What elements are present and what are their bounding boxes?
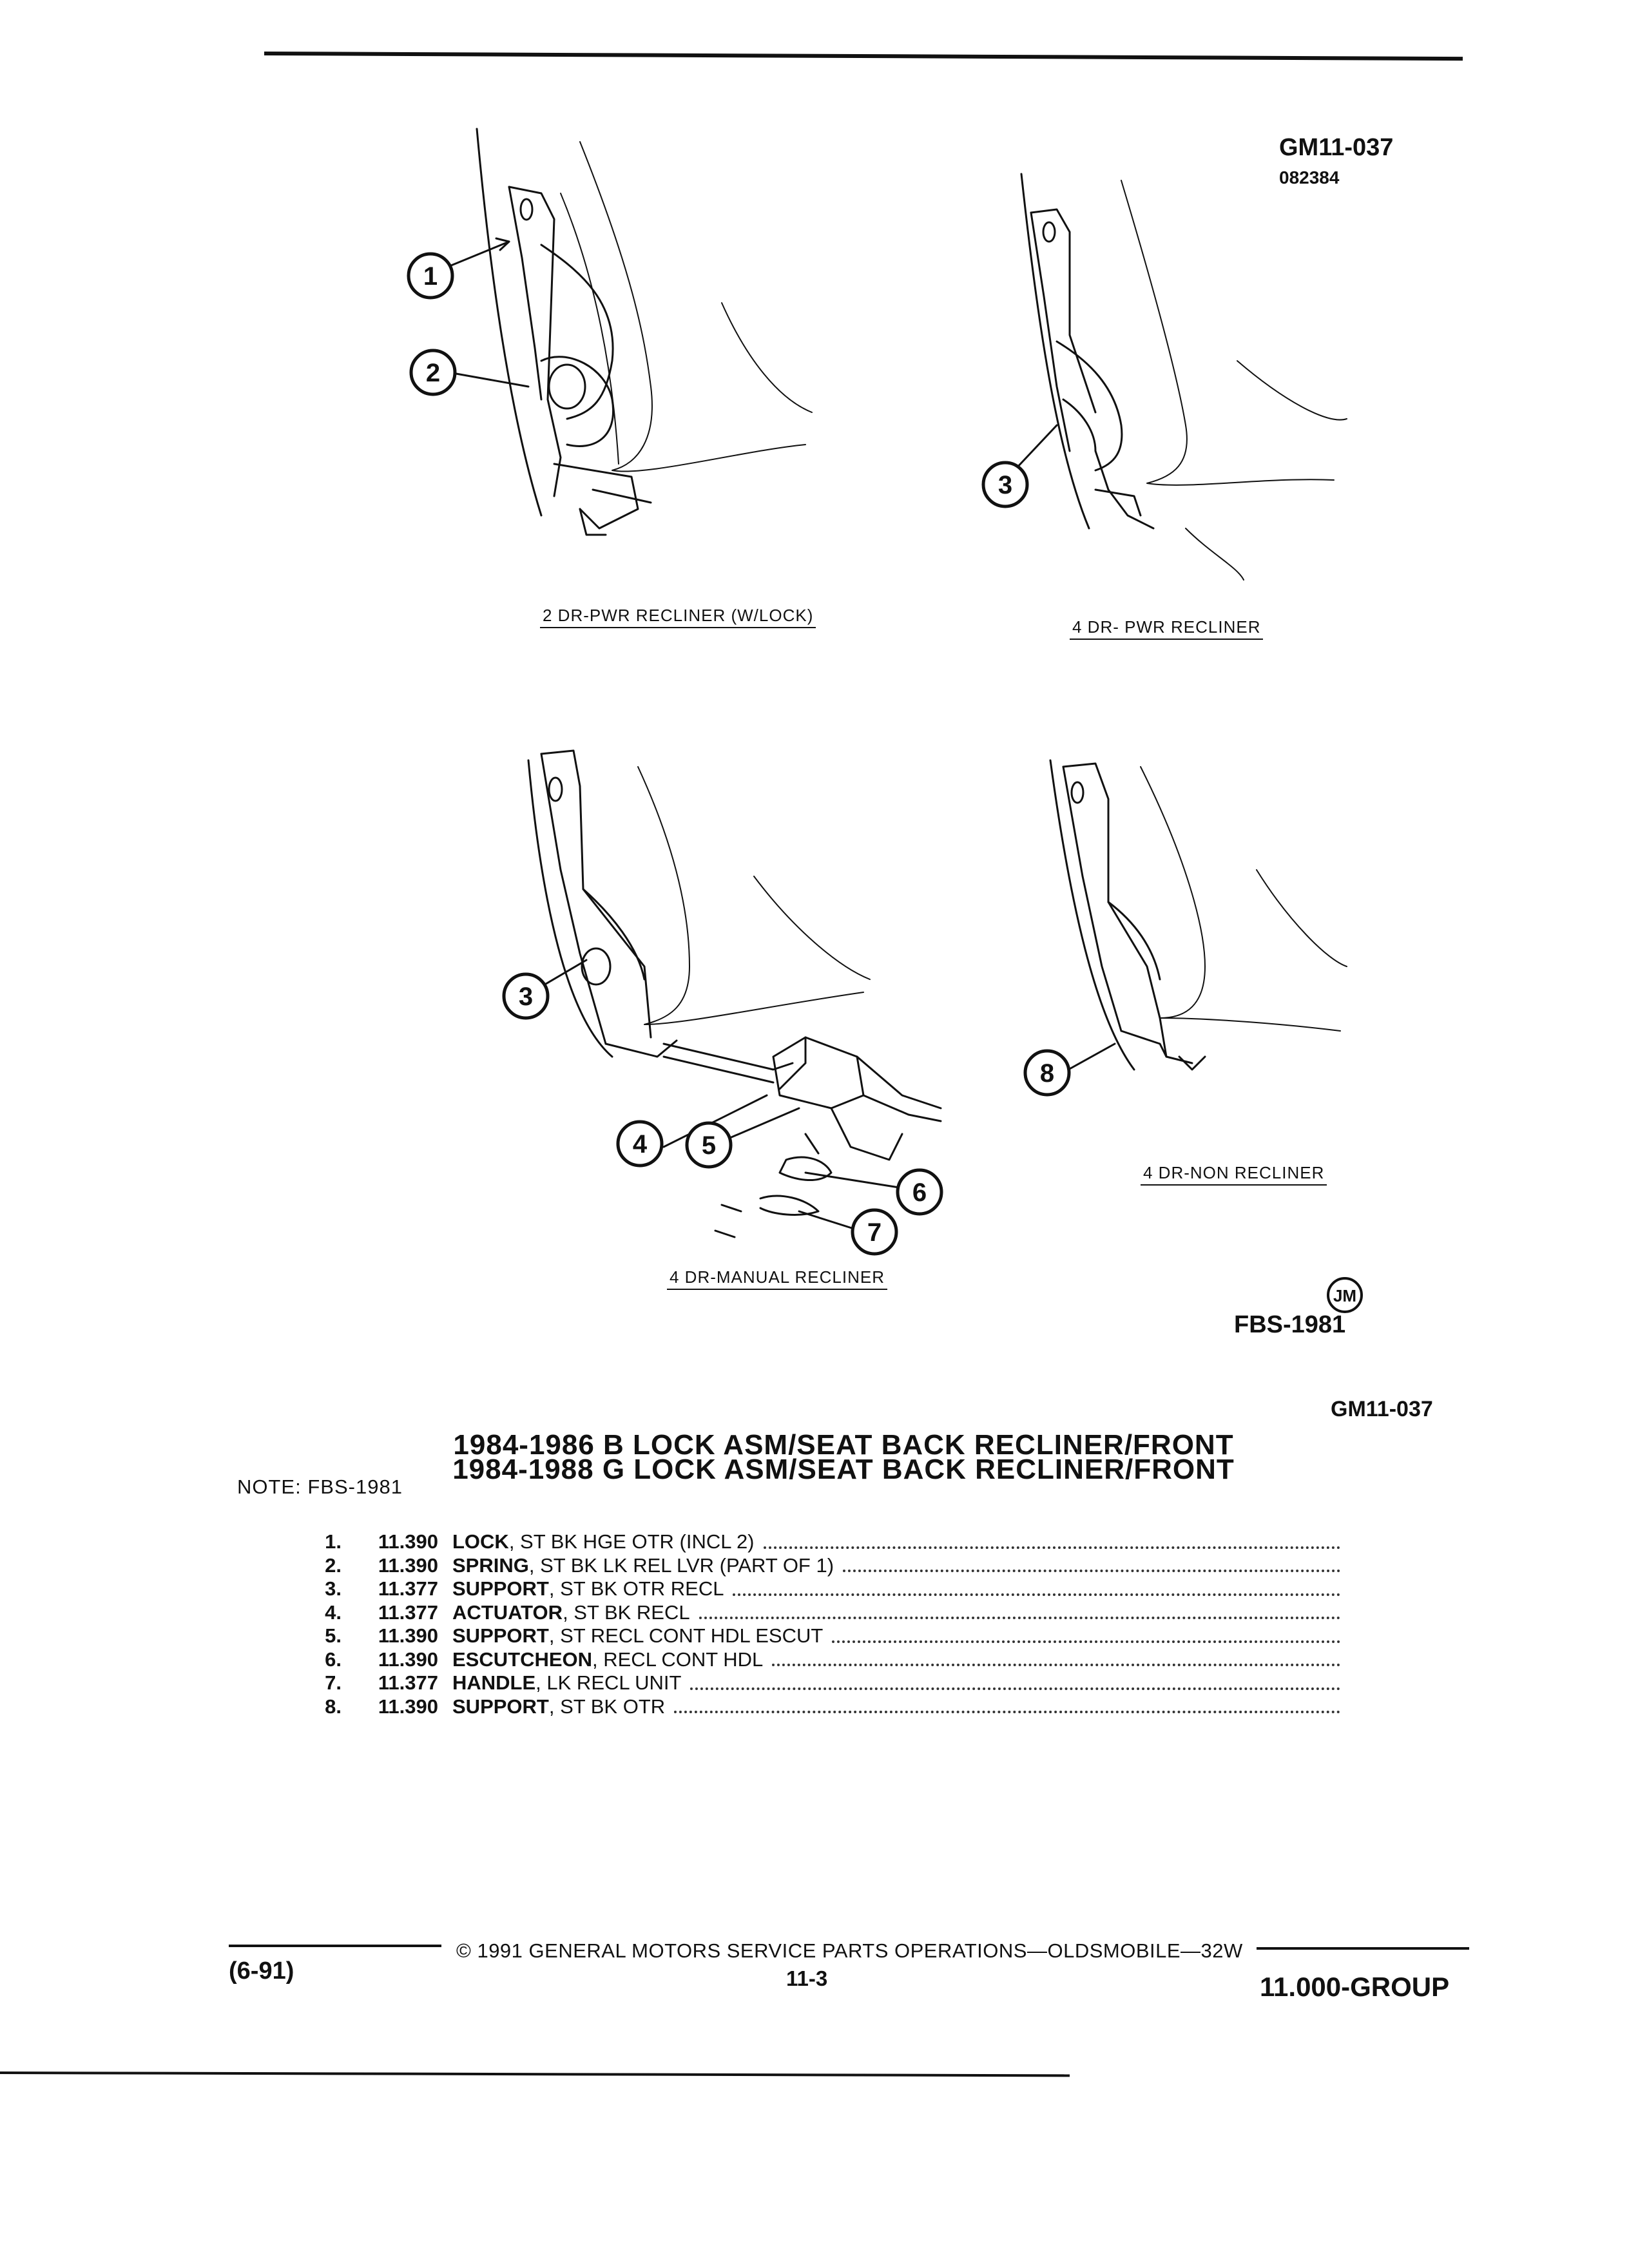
part-code: 11.390 (378, 1648, 438, 1671)
caption-4dr-manual: 4 DR-MANUAL RECLINER (667, 1267, 887, 1290)
part-code: 11.377 (378, 1671, 438, 1694)
part-name: ESCUTCHEON (452, 1648, 593, 1671)
leader-dots (763, 1546, 1340, 1549)
part-code: 11.390 (378, 1530, 438, 1553)
footer-group: 11.000-GROUP (1260, 1972, 1450, 2002)
leader-dots (699, 1617, 1340, 1619)
part-desc: , ST BK HGE OTR (INCL 2) (508, 1530, 755, 1553)
part-name: LOCK (452, 1530, 509, 1553)
stamp-initials: JM (1333, 1286, 1356, 1305)
part-num: 2. (325, 1553, 342, 1577)
leader-dots (832, 1640, 1340, 1643)
note-label: NOTE: (237, 1475, 302, 1498)
part-code: 11.377 (378, 1600, 438, 1624)
figure-4dr-pwr-recliner (1020, 173, 1347, 581)
footer-rule-left (229, 1945, 441, 1947)
part-code: 11.377 (378, 1577, 438, 1600)
footer-page: 11-3 (786, 1966, 828, 1990)
part-row: 5. 11.390 SUPPORT, ST RECL CONT HDL ESCUT (303, 1624, 1340, 1648)
title-line-1: 1984-1986 B LOCK ASM/SEAT BACK RECLINER/… (453, 1429, 1234, 1461)
leader-dots (674, 1711, 1340, 1713)
stamp-code: FBS-1981 (1234, 1311, 1346, 1338)
section-code: GM11-037 (1331, 1397, 1433, 1421)
callout-3b: 3 (502, 972, 550, 1020)
callout-3b-label: 3 (519, 983, 533, 1011)
part-num: 6. (325, 1648, 342, 1671)
part-row: 4. 11.377 ACTUATOR, ST BK RECL (303, 1601, 1340, 1625)
figure-4dr-non-recliner (1049, 759, 1347, 1071)
part-row: 2. 11.390 SPRING, ST BK LK REL LVR (PART O… (303, 1554, 1340, 1578)
part-num: 7. (325, 1671, 342, 1694)
footer-copyright: © 1991 GENERAL MOTORS SERVICE PARTS OPER… (456, 1939, 1243, 1962)
part-desc: , ST BK LK REL LVR (PART OF 1) (528, 1553, 834, 1577)
part-row: 8. 11.390 SUPPORT, ST BK OTR (303, 1695, 1340, 1719)
leader-dots (733, 1593, 1340, 1596)
leader-dots (690, 1687, 1340, 1690)
jm-stamp-icon: JM (1327, 1277, 1363, 1313)
callout-1: 1 (407, 252, 454, 300)
bottom-rule (0, 2071, 1070, 2077)
part-name: SUPPORT (452, 1695, 549, 1718)
callout-2: 2 (409, 349, 457, 396)
part-row: 7. 11.377 HANDLE, LK RECL UNIT (303, 1671, 1340, 1695)
callout-8-label: 8 (1040, 1059, 1054, 1088)
part-num: 4. (325, 1600, 342, 1624)
figure-2dr-pwr-recliner (476, 128, 813, 536)
part-name: ACTUATOR (452, 1600, 563, 1624)
part-code: 11.390 (378, 1695, 438, 1718)
part-name: SUPPORT (452, 1577, 549, 1600)
part-num: 3. (325, 1577, 342, 1600)
callout-4: 4 (616, 1120, 664, 1168)
note-value: FBS-1981 (307, 1475, 403, 1498)
drawing-date: 082384 (1279, 168, 1340, 187)
title-line-2: 1984-1988 G LOCK ASM/SEAT BACK RECLINER/… (452, 1454, 1235, 1485)
part-code: 11.390 (378, 1624, 438, 1647)
callout-4-label: 4 (633, 1130, 648, 1158)
callout-5: 5 (685, 1121, 733, 1169)
callout-6: 6 (896, 1168, 943, 1216)
part-name: SPRING (452, 1553, 529, 1577)
illustration-area: 1 2 3 3 4 5 6 7 8 JM (407, 128, 1363, 1313)
part-row: 6. 11.390 ESCUTCHEON, RECL CONT HDL (303, 1648, 1340, 1672)
part-row: 3. 11.377 SUPPORT, ST BK OTR RECL (303, 1577, 1340, 1601)
footer-revision: (6-91) (229, 1957, 294, 1984)
callout-6-label: 6 (912, 1178, 927, 1207)
leader-dots (772, 1664, 1340, 1666)
part-desc: , RECL CONT HDL (592, 1648, 764, 1671)
callout-3a-label: 3 (998, 471, 1012, 499)
footer-rule-right (1257, 1947, 1469, 1950)
part-desc: , ST BK OTR (548, 1695, 666, 1718)
drawing-id: GM11-037 (1279, 134, 1394, 161)
part-num: 5. (325, 1624, 342, 1647)
callouts: 1 2 3 3 4 5 6 7 8 (407, 252, 1071, 1256)
figure-4dr-manual-recliner (527, 749, 942, 1238)
part-code: 11.390 (378, 1553, 438, 1577)
leader-lines (450, 237, 1116, 1230)
part-num: 8. (325, 1695, 342, 1718)
callout-1-label: 1 (423, 262, 438, 291)
callout-3a: 3 (981, 461, 1029, 508)
part-desc: , LK RECL UNIT (535, 1671, 682, 1694)
callout-2-label: 2 (426, 359, 440, 387)
part-name: HANDLE (452, 1671, 536, 1694)
part-desc: , ST BK RECL (563, 1600, 690, 1624)
caption-2dr-pwr: 2 DR-PWR RECLINER (W/LOCK) (540, 606, 816, 628)
leader-dots (843, 1570, 1340, 1572)
caption-4dr-non: 4 DR-NON RECLINER (1141, 1163, 1327, 1186)
part-desc: , ST BK OTR RECL (548, 1577, 724, 1600)
part-row: 1. 11.390 LOCK, ST BK HGE OTR (INCL 2) (303, 1530, 1340, 1554)
callout-8: 8 (1023, 1049, 1071, 1097)
note: NOTE: FBS-1981 (237, 1475, 403, 1499)
part-num: 1. (325, 1530, 342, 1553)
callout-7-label: 7 (867, 1218, 882, 1247)
callout-7: 7 (851, 1208, 898, 1256)
part-desc: , ST RECL CONT HDL ESCUT (548, 1624, 824, 1647)
caption-4dr-pwr: 4 DR- PWR RECLINER (1070, 617, 1264, 640)
callout-5-label: 5 (702, 1131, 716, 1160)
part-name: SUPPORT (452, 1624, 549, 1647)
